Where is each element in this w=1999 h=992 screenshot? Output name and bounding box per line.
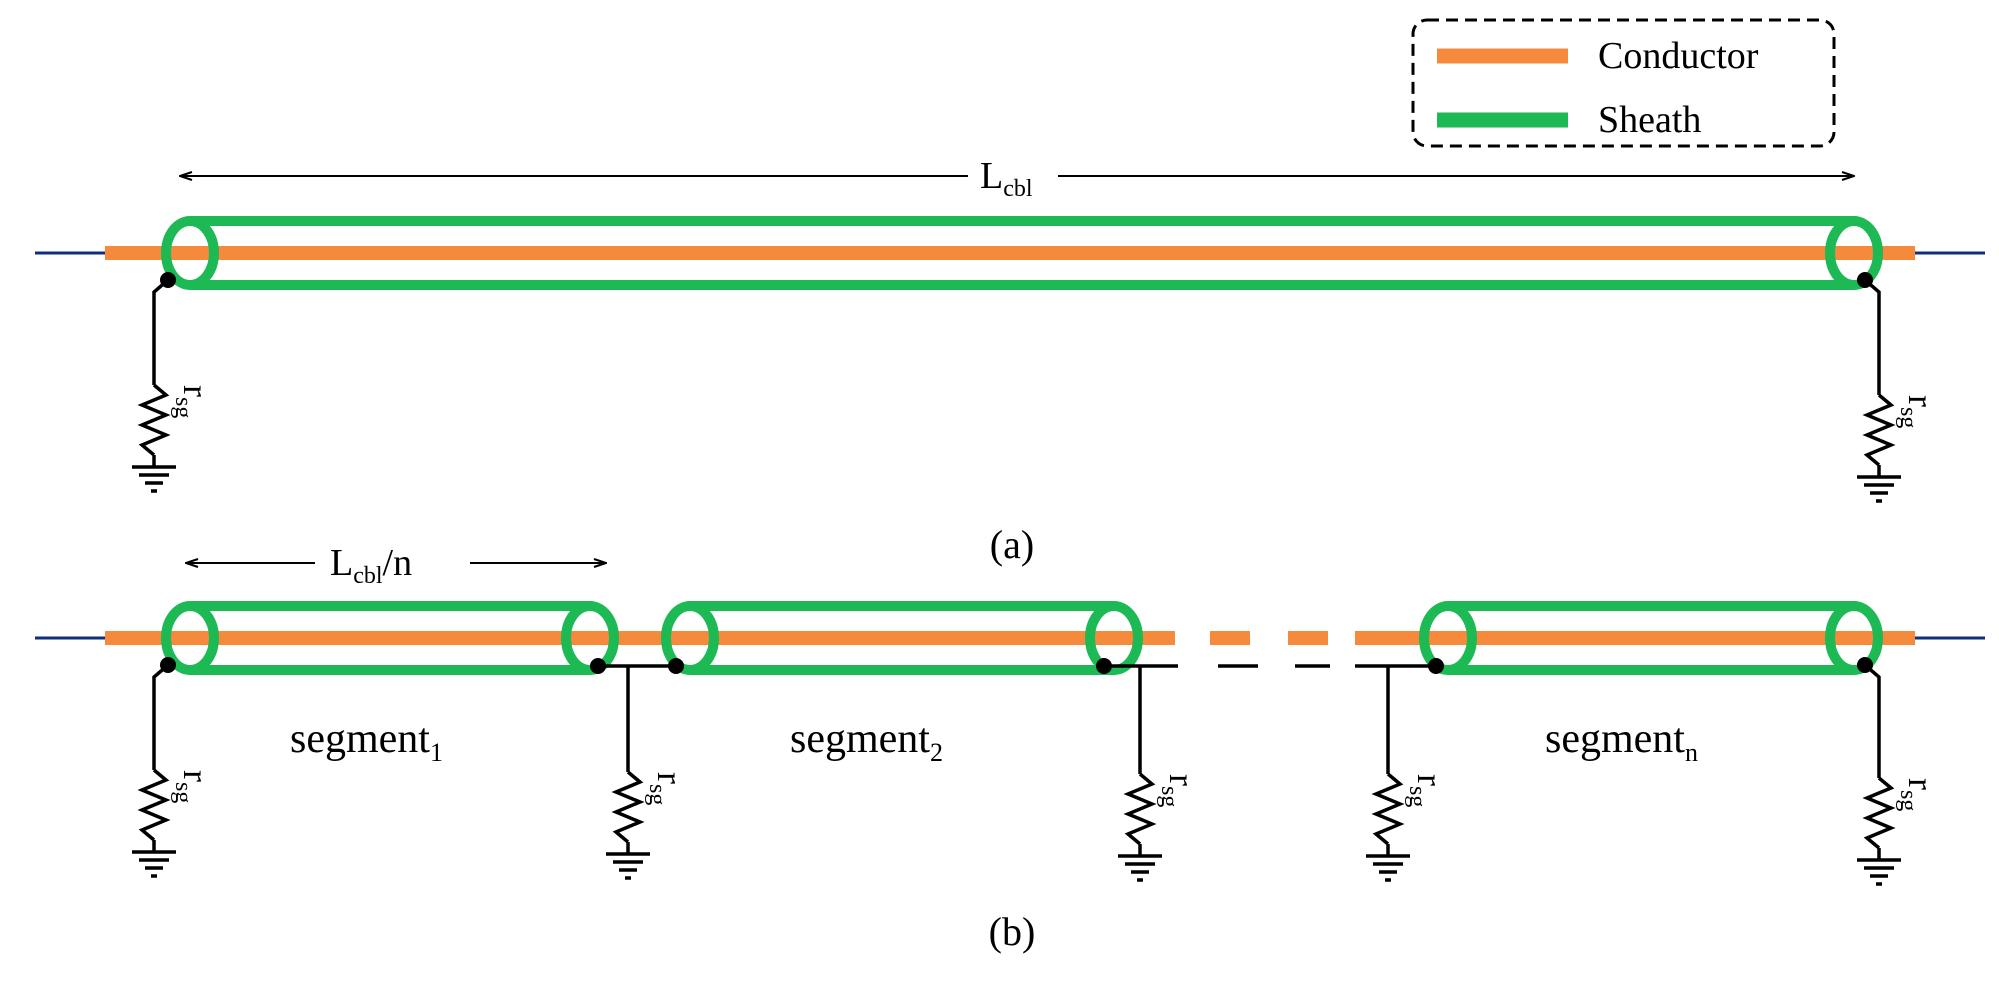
sheath-end-ring: [561, 601, 619, 675]
junction-dot: [1096, 658, 1112, 674]
length-label-b: Lcbl/n: [330, 542, 412, 589]
resistor-icon: [1862, 776, 1896, 850]
ground-icon: [132, 850, 176, 878]
resistor-icon: [611, 770, 645, 844]
sheath-end-ring: [1825, 601, 1883, 675]
legend-sheath-label: Sheath: [1598, 99, 1701, 141]
junction-dot: [1857, 272, 1873, 288]
ground-wire: [1863, 663, 1881, 778]
junction-dot: [1428, 658, 1444, 674]
ground-wire: [152, 278, 170, 385]
resistor-icon: [137, 383, 171, 457]
sheath-end-ring: [161, 601, 219, 675]
ground-icon: [606, 852, 650, 880]
resistor-label: rsg: [1895, 778, 1941, 811]
ground-icon: [132, 465, 176, 493]
diagram-b: Lcbl/n rsg rsg rsg rsg rsg segment1 segment2…: [35, 542, 1985, 954]
resistor-icon: [1371, 772, 1405, 846]
sheath-end-ring: [1825, 216, 1883, 290]
sheath-ground-branch: rsg: [1857, 663, 1941, 886]
legend-frame: [1411, 18, 1836, 148]
sheath-end-ring: [161, 216, 219, 290]
legend-conductor-label: Conductor: [1598, 35, 1759, 77]
junction-dot: [590, 658, 606, 674]
grounding-network-b: rsg rsg rsg rsg rsg: [132, 657, 1941, 886]
ground-icon: [1118, 854, 1162, 882]
sheath-ground-branch: rsg: [1118, 666, 1202, 882]
resistor-label: rsg: [1404, 774, 1450, 807]
ground-icon: [1857, 475, 1901, 503]
resistor-icon: [1862, 393, 1896, 467]
resistor-label: rsg: [1156, 774, 1202, 807]
resistor-label: rsg: [170, 770, 216, 803]
sheath-tube: [161, 216, 1883, 290]
sheath-end-ring: [1085, 601, 1143, 675]
segment-label-2: segment2: [790, 716, 943, 767]
ground-wire: [1863, 278, 1881, 395]
segment-label-n: segmentn: [1545, 716, 1698, 767]
legend: Conductor Sheath: [1411, 18, 1836, 148]
junction-dot: [1857, 657, 1873, 673]
segmented-cable: [35, 601, 1985, 675]
resistor-icon: [1123, 772, 1157, 846]
segment-label-1: segment1: [290, 716, 443, 767]
grounding-network-a: rsg rsg: [132, 272, 1941, 503]
sheath-end-ring: [661, 601, 719, 675]
caption-a: (a): [990, 522, 1034, 567]
junction-dot: [160, 272, 176, 288]
sheath-tube: [1419, 601, 1883, 675]
junction-dot: [668, 658, 684, 674]
sheath-ground-branch: rsg: [132, 663, 216, 878]
ground-wire: [152, 663, 170, 770]
resistor-label: rsg: [170, 385, 216, 418]
resistor-label: rsg: [1895, 395, 1941, 428]
ground-icon: [1366, 854, 1410, 882]
sheath-end-ring: [1419, 601, 1477, 675]
length-label-a: Lcbl: [980, 155, 1033, 202]
sheath-ground-branch: rsg: [132, 278, 216, 493]
cable-icon: [35, 216, 1985, 290]
junction-dot: [160, 657, 176, 673]
diagram-a: Lcbl rsg rsg (a): [35, 155, 1985, 567]
sheath-ground-branch: rsg: [1366, 666, 1450, 882]
caption-b: (b): [989, 909, 1036, 954]
resistor-label: rsg: [644, 772, 690, 805]
sheath-ground-branch: rsg: [606, 666, 690, 880]
resistor-icon: [137, 768, 171, 842]
sheath-tube: [161, 601, 619, 675]
sheath-tube: [661, 601, 1143, 675]
ground-icon: [1857, 858, 1901, 886]
sheath-ground-branch: rsg: [1857, 278, 1941, 503]
